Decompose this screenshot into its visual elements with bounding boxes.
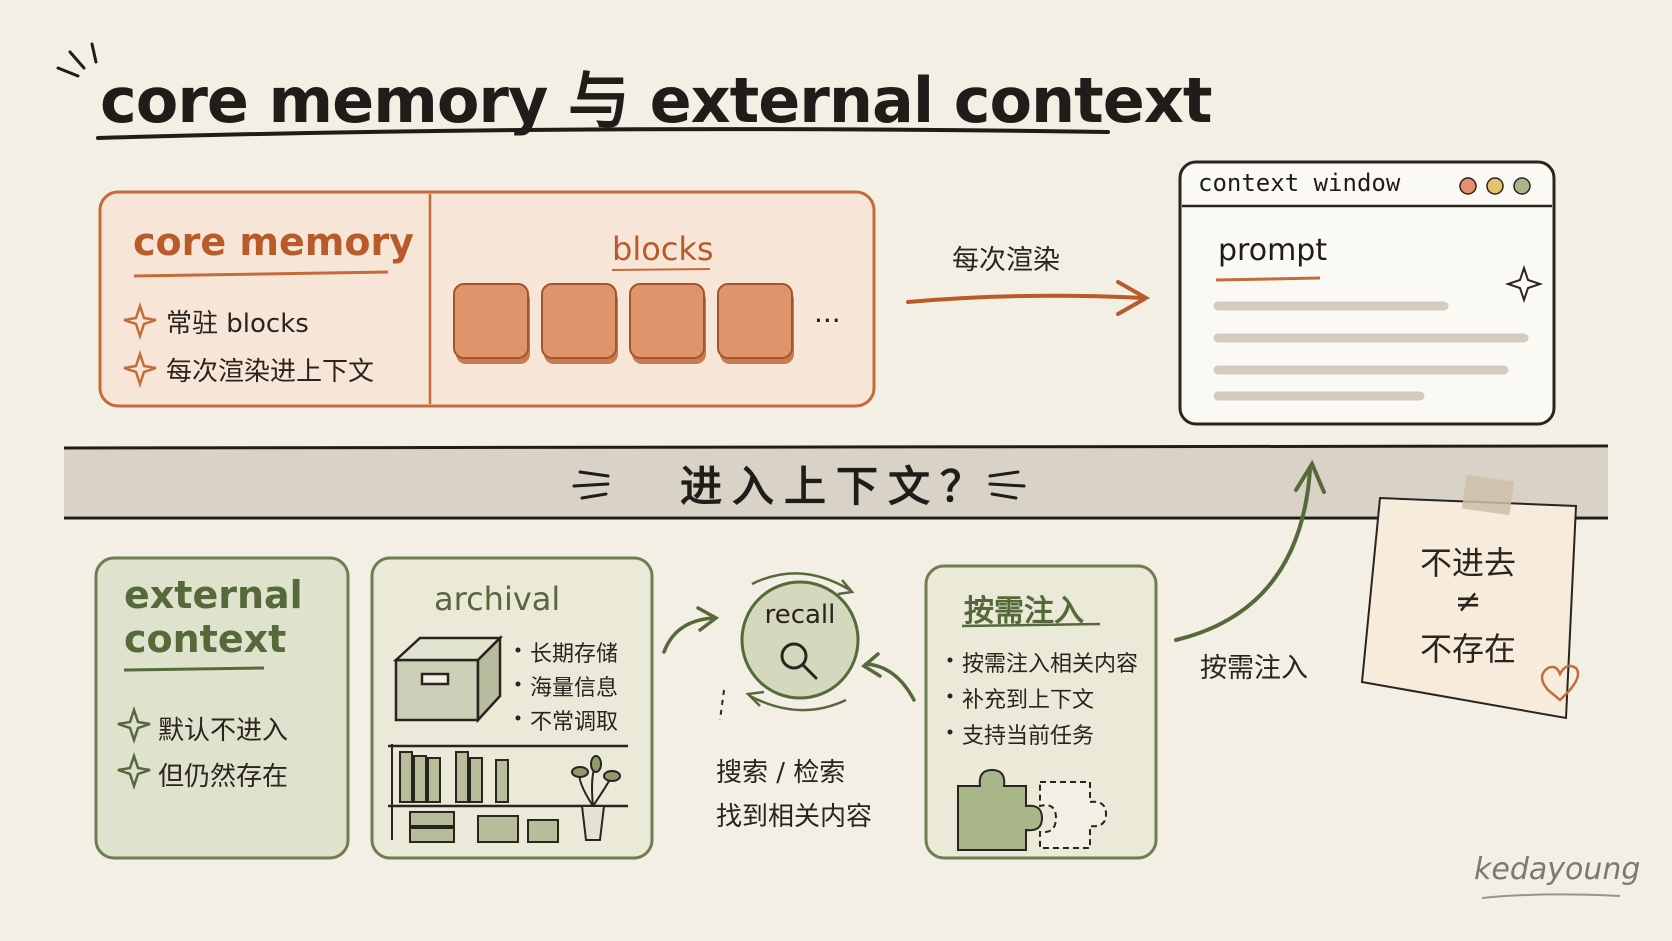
- on-demand-item: 补充到上下文: [962, 688, 1095, 713]
- core-memory-item: 常驻 blocks: [166, 309, 309, 339]
- memory-block: [453, 283, 529, 359]
- storage-box-icon: [392, 634, 504, 724]
- recall-circle: [719, 572, 860, 721]
- bookshelf-icon: [388, 744, 628, 843]
- heart-icon: [1540, 664, 1580, 702]
- banner-band: [64, 448, 1608, 516]
- archival-item: 长期存储: [530, 642, 619, 667]
- external-context-title: external context: [124, 573, 303, 661]
- external-context-panel: [94, 556, 350, 860]
- title-underline: [96, 127, 1110, 140]
- ondemand-to-recall-arrow: [861, 652, 916, 702]
- sparkle-icon: [117, 706, 151, 790]
- title-spark-icon: [56, 42, 98, 78]
- core-memory-item: 每次渲染进上下文: [166, 357, 375, 387]
- banner-dash-right-icon: [988, 470, 1026, 500]
- context-window-title: context window: [1198, 169, 1401, 197]
- sticky-note: [1360, 474, 1578, 720]
- puzzle-icon: [957, 768, 1108, 851]
- recall-label: recall: [764, 600, 836, 630]
- sticky-note-line: 不存在: [1419, 630, 1516, 668]
- external-context-item: 但仍然存在: [158, 762, 289, 792]
- on-demand-item: 按需注入相关内容: [962, 652, 1139, 677]
- window-dot-red-icon[interactable]: [1459, 177, 1477, 195]
- render-arrow: [906, 280, 1151, 316]
- sparkle-icon: [123, 302, 157, 388]
- inject-title-underline: [961, 622, 1101, 628]
- on-demand-item: 支持当前任务: [962, 724, 1095, 749]
- window-dot-green-icon[interactable]: [1513, 177, 1531, 195]
- sticky-note-line: 不进去: [1419, 544, 1516, 582]
- archival-panel: [370, 556, 654, 860]
- blocks-ellipsis: ...: [814, 296, 841, 329]
- prompt-underline: [1215, 276, 1321, 282]
- archival-item: 不常调取: [530, 710, 619, 735]
- window-dot-yellow-icon[interactable]: [1486, 177, 1504, 195]
- prompt-text-lines: [1213, 301, 1529, 401]
- render-arrow-label: 每次渲染: [952, 245, 1060, 276]
- page-title: core memory 与 external context: [100, 64, 1212, 137]
- memory-block: [717, 283, 793, 359]
- context-window-panel: [1178, 160, 1556, 426]
- on-demand-title: 按需注入: [964, 594, 1084, 629]
- memory-block: [541, 283, 617, 359]
- blocks-underline: [611, 268, 711, 271]
- signature-underline: [1481, 893, 1621, 899]
- signature: kedayoung: [1474, 852, 1641, 887]
- recall-caption: 找到相关内容: [716, 802, 873, 832]
- sparkle-icon: [1504, 264, 1544, 304]
- inject-arrow: [1174, 459, 1326, 642]
- prompt-label: prompt: [1218, 233, 1328, 268]
- archival-to-recall-arrow: [662, 606, 720, 654]
- bullet-dots: [515, 647, 521, 721]
- magnifier-icon: [780, 642, 818, 680]
- banner-dash-left-icon: [572, 470, 610, 500]
- inject-arrow-label: 按需注入: [1200, 653, 1308, 684]
- core-memory-title: core memory: [133, 220, 414, 264]
- blocks-label: blocks: [612, 230, 714, 268]
- external-title-underline: [123, 666, 265, 672]
- bullet-dots: [947, 657, 953, 735]
- banner-top-line: [63, 444, 1609, 450]
- memory-block: [629, 283, 705, 359]
- core-title-underline: [133, 270, 389, 278]
- banner-question: 进入上下文？: [679, 462, 992, 511]
- sticky-note-line: ≠: [1454, 582, 1482, 620]
- archival-title: archival: [434, 580, 561, 618]
- memory-blocks: [453, 283, 794, 364]
- external-context-item: 默认不进入: [158, 716, 289, 746]
- recall-caption: 搜索 / 检索: [716, 758, 846, 788]
- archival-item: 海量信息: [530, 676, 619, 701]
